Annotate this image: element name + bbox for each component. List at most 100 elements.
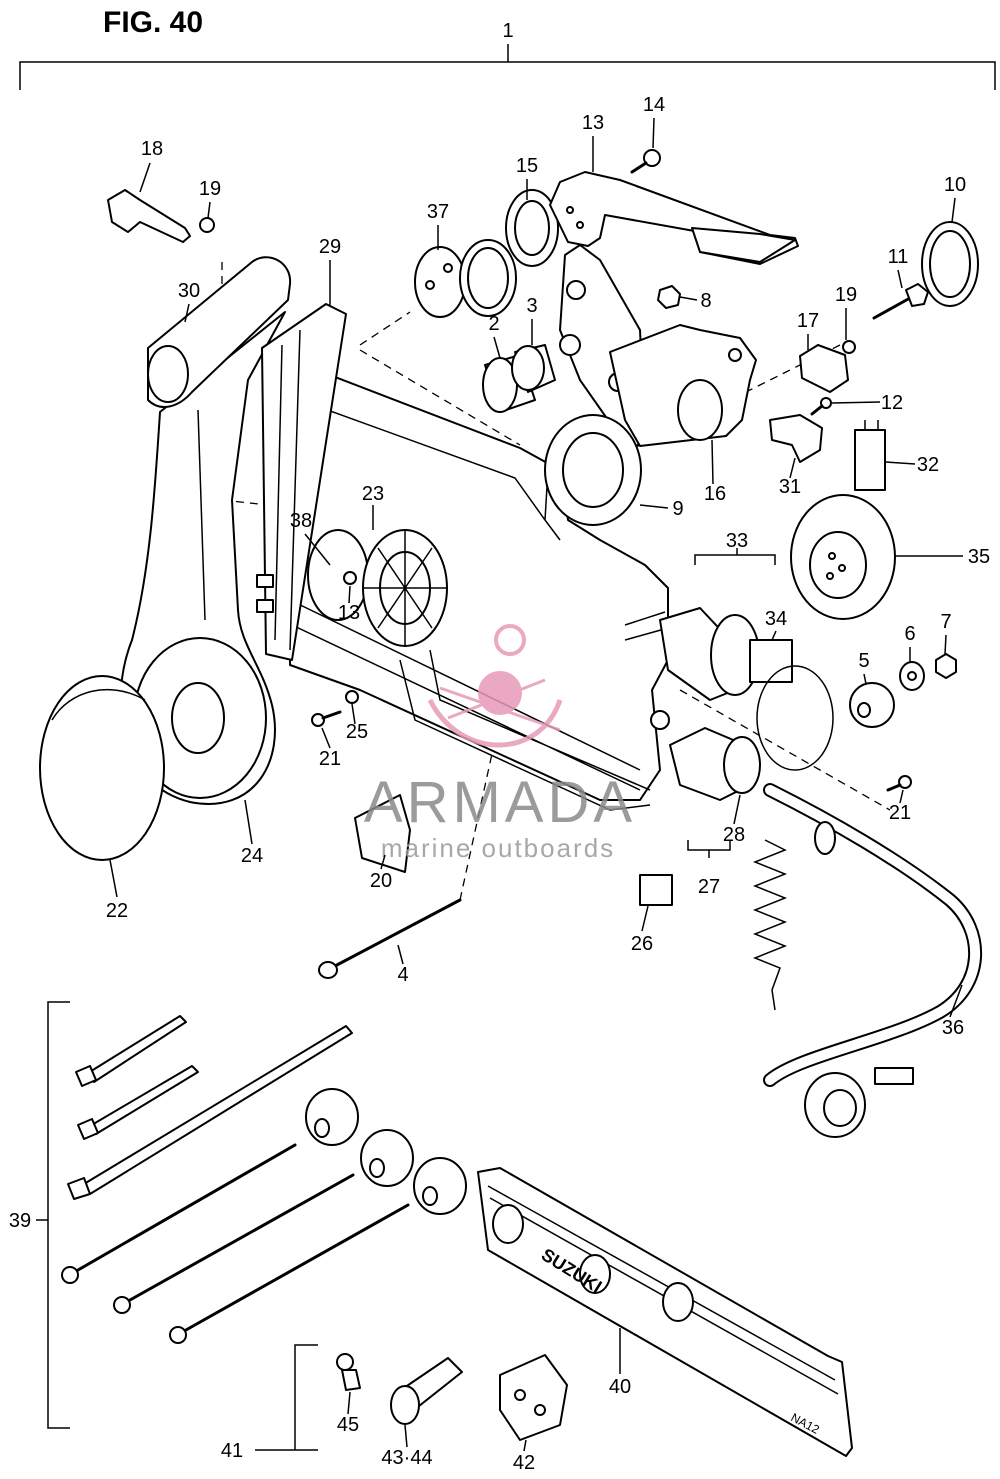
plate-recess <box>662 1282 694 1322</box>
spacer-hole <box>369 1158 385 1178</box>
callout-3: 3 <box>526 295 537 317</box>
part-14-screw <box>630 149 661 174</box>
part-29-bracket <box>256 303 347 661</box>
callout-32: 32 <box>917 454 939 476</box>
part-17-block <box>799 344 849 393</box>
callout-8: 8 <box>700 290 711 312</box>
lever-hub-bore <box>171 682 225 754</box>
part-4-long-screw <box>318 898 462 979</box>
lanyard-coil <box>752 839 788 1011</box>
callout-38: 38 <box>290 510 312 532</box>
part-34-wire-loop <box>756 665 834 771</box>
screw-head <box>311 713 325 727</box>
connector-gasket <box>650 710 670 730</box>
callout-10: 10 <box>944 174 966 196</box>
callout-26: 26 <box>631 933 653 955</box>
part-24-lever <box>119 311 286 805</box>
spacer <box>305 1088 359 1146</box>
part-12-screw <box>810 397 832 416</box>
spacer <box>360 1129 414 1187</box>
shift-arm-pin <box>559 334 581 356</box>
part-34-plug <box>749 639 793 683</box>
assembly-bracket <box>19 44 996 90</box>
callout-30: 30 <box>178 280 200 302</box>
part-22-cap <box>39 675 165 861</box>
callout-24: 24 <box>241 845 263 867</box>
callout-7: 7 <box>940 611 951 633</box>
part-10-ring <box>921 221 979 307</box>
cable-tie <box>77 1065 199 1140</box>
long-screw <box>61 1143 297 1284</box>
connector-face <box>723 736 761 794</box>
handle-tube-opening <box>147 345 189 403</box>
callout-29: 29 <box>319 236 341 258</box>
bracket-39 <box>36 1001 70 1429</box>
spacer-body <box>413 1157 467 1215</box>
part-11-bolt <box>872 283 929 320</box>
grommet-body <box>499 1354 568 1441</box>
part-19-clip <box>199 217 215 233</box>
spacer-body <box>360 1129 414 1187</box>
callout-23: 23 <box>362 483 384 505</box>
part-35-cover <box>790 494 896 620</box>
housing-rail <box>399 659 651 811</box>
callout-5: 5 <box>858 650 869 672</box>
screw-head <box>898 775 912 789</box>
cap-rim <box>51 688 146 721</box>
gear-spokes <box>363 530 447 646</box>
part-5-spacer <box>849 682 895 728</box>
grommet-hole <box>514 1389 526 1401</box>
part-3-bushing <box>511 344 556 393</box>
screw-head <box>61 1266 79 1284</box>
callout-20: 20 <box>370 870 392 892</box>
spacer-hole <box>857 702 871 718</box>
cover-pin <box>838 564 846 572</box>
part-19-clip <box>842 340 856 354</box>
spacer-hole <box>422 1186 438 1206</box>
ring-inner <box>929 230 971 298</box>
watermark-brand: ARMADA <box>364 770 636 835</box>
callout-33: 33 <box>726 530 748 552</box>
part-13-screw <box>343 571 357 585</box>
bracket-41 <box>255 1344 318 1451</box>
callout-34: 34 <box>765 608 787 630</box>
part-42-grommet <box>499 1354 568 1441</box>
tie-head <box>77 1118 99 1140</box>
cable-tie <box>67 1025 353 1200</box>
stud-body <box>341 1369 361 1391</box>
part-31-bracket <box>769 414 823 463</box>
cable-sheath-inner <box>765 785 981 1085</box>
screw-head <box>113 1296 131 1314</box>
callout-17: 17 <box>797 310 819 332</box>
part-9-washer <box>544 414 642 526</box>
lever-pad <box>691 227 796 263</box>
screw-shank <box>321 710 342 720</box>
ring-inner <box>467 247 509 309</box>
callout-45: 45 <box>337 1414 359 1436</box>
plate-recess <box>492 1204 524 1244</box>
spacer-ring <box>459 239 517 317</box>
plate-hole <box>677 379 723 441</box>
cable-plug <box>874 1067 914 1085</box>
cover-pin <box>828 552 836 560</box>
callout-19: 19 <box>835 284 857 306</box>
part-16-plate <box>609 324 757 447</box>
callout-15: 15 <box>516 155 538 177</box>
screw-shank <box>630 161 648 174</box>
callout-28: 28 <box>723 824 745 846</box>
part-25-washer <box>345 690 359 704</box>
part-26-block <box>639 874 673 906</box>
callout-2: 2 <box>488 313 499 335</box>
bracket-27 <box>687 840 731 858</box>
part-21-screw <box>311 710 342 727</box>
seal-inner <box>514 200 550 256</box>
part-8-nut <box>657 285 681 309</box>
part-7-nut <box>935 653 957 679</box>
lever-ridge <box>197 409 206 621</box>
watermark: ARMADA marine outboards <box>364 624 636 863</box>
callout-22: 22 <box>106 900 128 922</box>
part-20-clip <box>354 794 411 873</box>
part-45-ball-stud <box>336 1353 361 1391</box>
spacer <box>413 1157 467 1215</box>
